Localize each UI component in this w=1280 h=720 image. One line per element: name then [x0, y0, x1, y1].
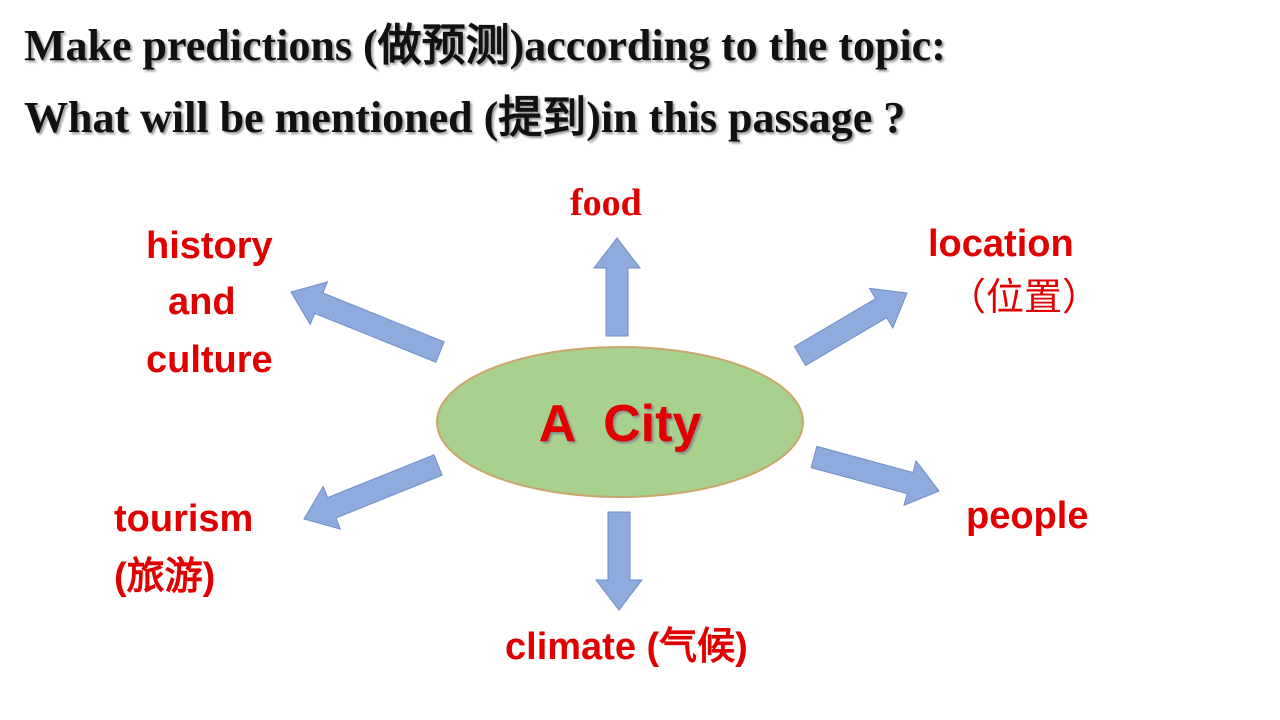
- topic-and: and: [168, 281, 236, 323]
- topic-food: food: [570, 182, 642, 224]
- topic-history: history: [146, 225, 273, 267]
- topic-climate: climate (气候): [505, 626, 748, 668]
- arrow-to-climate: [594, 511, 644, 611]
- topic-culture: culture: [146, 339, 273, 381]
- arrow-to-location: [793, 287, 908, 367]
- topic-people: people: [966, 495, 1089, 537]
- topic-location: location: [928, 223, 1074, 265]
- topic-tourism: tourism: [114, 498, 254, 540]
- arrow-to-food: [592, 237, 642, 337]
- heading-line-1: Make predictions (做预测)according to the t…: [24, 21, 946, 70]
- arrow-to-history: [290, 281, 445, 363]
- topic-location-cn: （位置）: [948, 277, 1101, 319]
- arrow-to-people: [810, 445, 940, 507]
- heading-line-2: What will be mentioned (提到)in this passa…: [24, 93, 906, 142]
- arrow-to-tourism: [303, 454, 443, 530]
- center-ellipse: [436, 346, 804, 498]
- center-label: A City: [538, 395, 702, 453]
- topic-tourism-cn: (旅游): [114, 556, 216, 598]
